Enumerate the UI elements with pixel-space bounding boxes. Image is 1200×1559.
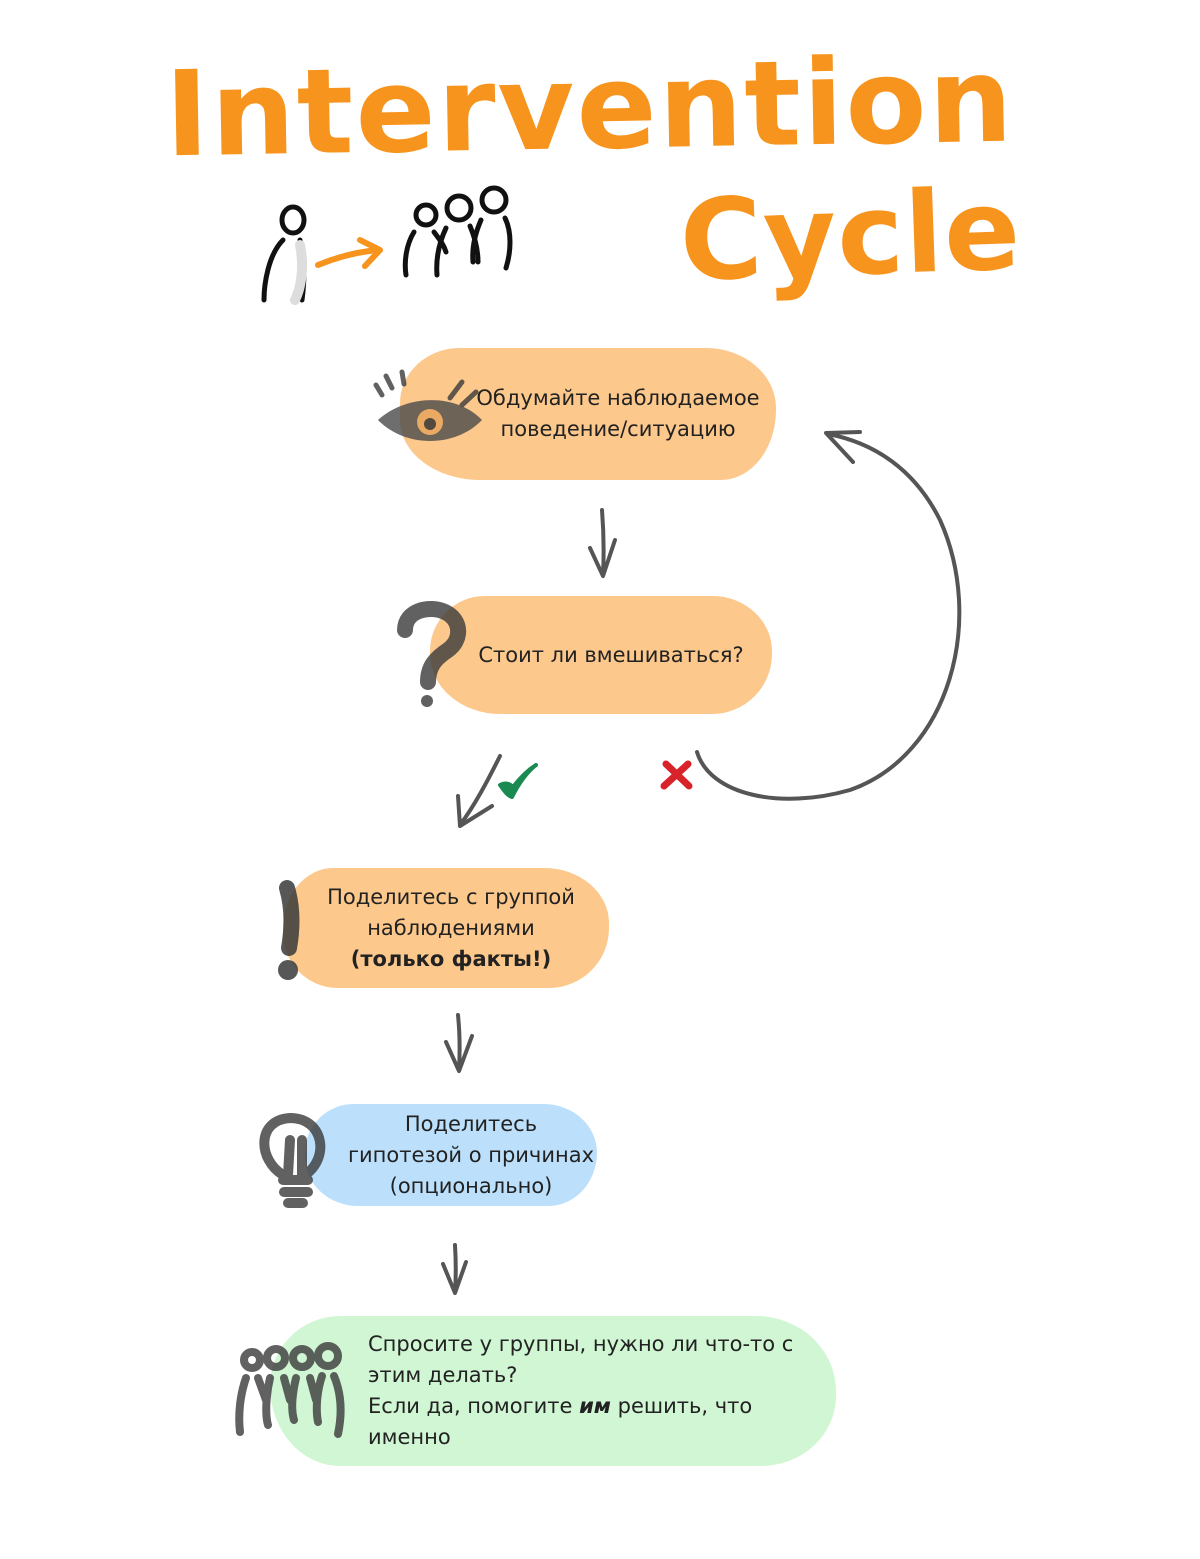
cross-icon [660, 760, 693, 790]
arrow-down-1 [588, 508, 617, 578]
node-share-label: Поделитесь с группой наблюдениями [327, 884, 575, 940]
node-share-observations: Поделитесь с группой наблюдениями (тольк… [283, 868, 609, 988]
node-ask-line2: Если да, помогите им решить, что именно [368, 1391, 822, 1453]
node-hypothesis-background [305, 1104, 597, 1206]
node-ask-group: Спросите у группы, нужно ли что-то с эти… [270, 1316, 836, 1466]
checkmark-icon [498, 763, 538, 799]
node-decide: Стоит ли вмешиваться? [430, 596, 772, 714]
node-ask-line1: Спросите у группы, нужно ли что-то с эти… [368, 1332, 794, 1387]
group-icon [402, 185, 513, 278]
node-share-content: Поделитесь с группой наблюдениями (тольк… [283, 882, 609, 975]
title-intervention: Intervention [163, 30, 1016, 184]
node-decide-label: Стоит ли вмешиваться? [478, 642, 744, 667]
arrow-down-3 [441, 1243, 468, 1295]
node-hypothesis: Поделитесь гипотезой о причинах (опциона… [305, 1104, 597, 1206]
arrow-down-2 [444, 1013, 474, 1073]
title-cycle: Cycle [677, 165, 1024, 307]
node-ask-content: Спросите у группы, нужно ли что-то с эти… [270, 1329, 836, 1453]
node-ask-emphasis: им [579, 1394, 611, 1418]
node-ask-background [270, 1316, 836, 1466]
node-observe: Обдумайте наблюдаемое поведение/ситуацию [400, 348, 776, 480]
arrow-yes [456, 754, 502, 828]
arrow-right-icon [315, 237, 383, 269]
node-ask-line2-start: Если да, помогите [368, 1394, 580, 1418]
node-hypothesis-label: Поделитесь гипотезой о причинах (опциона… [347, 1111, 595, 1198]
node-observe-label: Обдумайте наблюдаемое поведение/ситуацию [476, 386, 760, 441]
node-share-background [283, 868, 609, 988]
person-icon [261, 204, 308, 305]
node-share-facts-only: (только факты!) [350, 946, 552, 971]
node-ask-line2-end: решить, что именно [368, 1394, 753, 1449]
